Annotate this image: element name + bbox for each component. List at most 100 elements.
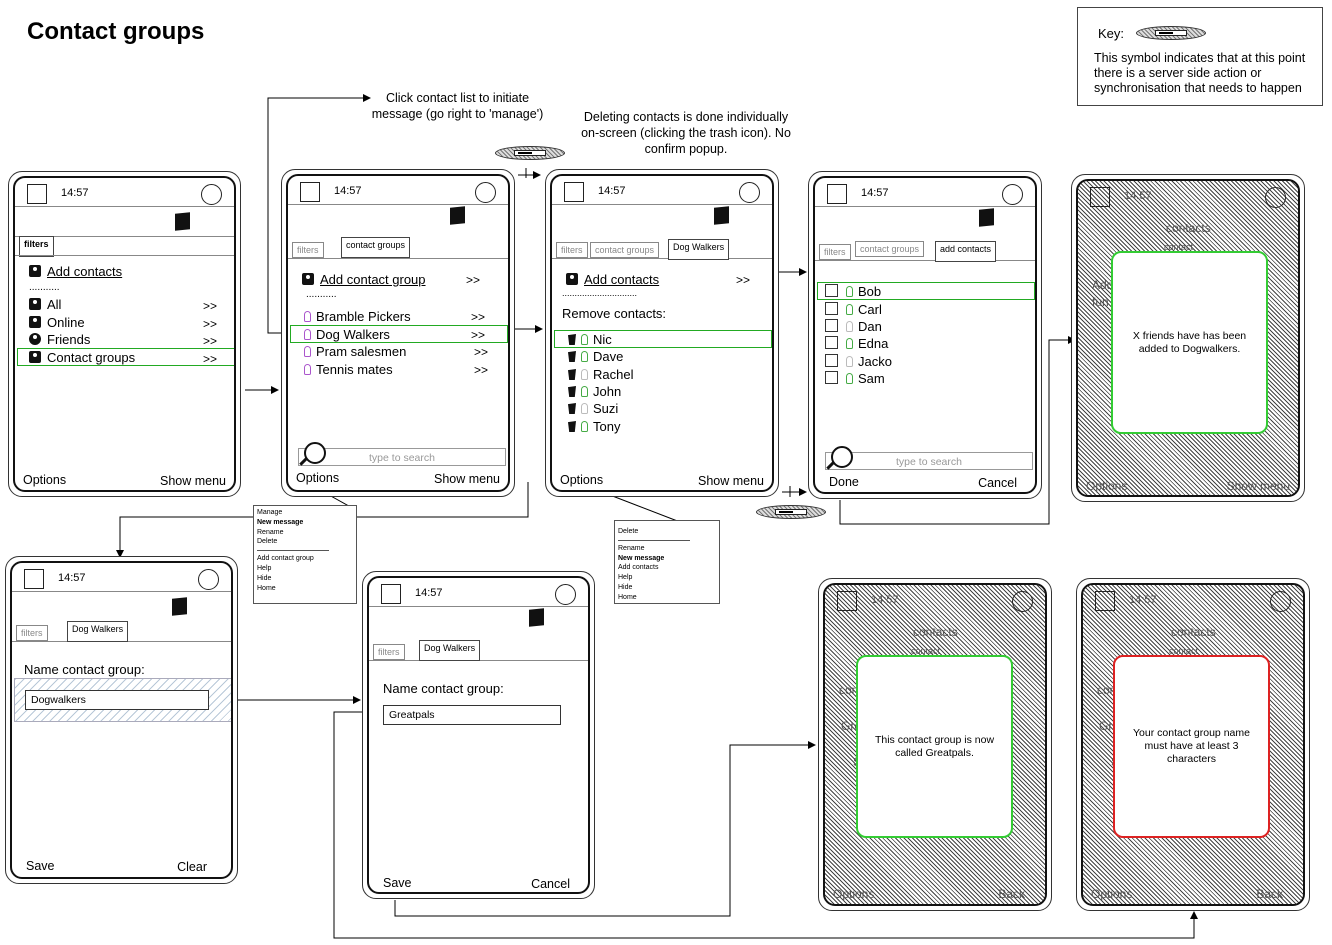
tab-dog-walkers[interactable]: Dog Walkers [67,621,129,642]
back-square-icon[interactable] [300,182,320,202]
back-square-icon[interactable] [27,184,47,204]
tab-filters[interactable]: filters [19,236,54,257]
options-button[interactable]: Options [296,471,340,485]
menu-item-help[interactable]: Help [618,574,633,582]
show-menu-button[interactable]: Show menu [159,474,226,488]
save-button[interactable]: Save [383,876,412,890]
add-contacts-link[interactable]: Add contacts [566,272,659,287]
contact-row[interactable]: Nic [568,332,612,347]
group-item[interactable]: Bramble Pickers [304,309,411,324]
add-contacts-link[interactable]: Add contacts [29,264,122,279]
contact-row[interactable]: Suzi [568,401,618,416]
filter-item-friends[interactable]: Friends [29,332,90,347]
menu-item-home[interactable]: Home [618,593,637,601]
menu-item-new-message[interactable]: New message [257,518,304,526]
menu-item-rename[interactable]: Rename [257,528,284,536]
contact-checkbox-row[interactable]: Carl [825,302,882,317]
menu-item-help[interactable]: Help [257,564,272,572]
contact-checkbox-row[interactable]: Dan [825,319,882,334]
status-circle-icon[interactable] [201,184,222,205]
tab-filters[interactable]: filters [16,625,48,641]
tab-add-contacts[interactable]: add contacts [935,241,997,262]
tab-contact-groups[interactable]: contact groups [341,237,411,258]
checkbox[interactable] [825,319,838,332]
contact-checkbox-row[interactable]: Edna [825,336,888,351]
checkbox[interactable] [825,336,838,349]
show-menu-button[interactable]: Show menu [433,472,500,486]
trash-icon[interactable] [568,386,576,397]
contact-row[interactable]: Dave [568,349,623,364]
contact-row[interactable]: John [568,384,621,399]
menu-item-hide[interactable]: Hide [257,574,272,582]
show-menu-button[interactable]: Show menu [697,474,764,488]
tab-dog-walkers[interactable]: Dog Walkers [419,640,481,661]
error-popup[interactable]: Your contact group name must have at lea… [1113,655,1270,838]
menu-item-delete[interactable]: Delete [257,538,278,546]
back-square-icon[interactable] [564,182,584,202]
tab-filters[interactable]: filters [373,644,405,660]
options-button[interactable]: Options [560,473,604,487]
back-square-icon[interactable] [24,569,44,589]
contact-row[interactable]: Tony [568,419,620,434]
confirmation-popup[interactable]: This contact group is now called Greatpa… [856,655,1013,838]
group-item[interactable]: Dog Walkers [304,327,390,342]
search-input[interactable]: type to search [825,452,1033,470]
done-button[interactable]: Done [829,475,859,489]
filter-item-contact-groups[interactable]: Contact groups [29,350,135,365]
search-input[interactable]: type to search [298,448,506,466]
menu-item-hide[interactable]: Hide [618,583,633,591]
menu-item-rename[interactable]: Rename [618,544,645,552]
checkbox[interactable] [825,371,838,384]
tab-filters[interactable]: filters [819,244,851,260]
group-name-input[interactable]: Dogwalkers [25,690,209,710]
group-name-input[interactable]: Greatpals [383,705,561,725]
status-circle-icon[interactable] [198,569,219,590]
filter-label: Contact groups [47,350,136,365]
checkbox[interactable] [825,302,838,315]
menu-item-home[interactable]: Home [257,584,276,592]
save-button[interactable]: Save [26,859,55,873]
search-icon[interactable] [304,442,326,464]
trash-icon[interactable] [568,334,576,345]
options-button[interactable]: Options [23,473,67,487]
screen-rename-group-edit: 14:57 filters Dog Walkers Name contact g… [362,571,595,899]
filter-item-online[interactable]: Online [29,315,85,330]
status-circle-icon[interactable] [555,584,576,605]
contact-checkbox-row[interactable]: Bob [825,284,881,299]
filter-item-all[interactable]: All [29,297,61,312]
checkbox[interactable] [825,284,838,297]
group-label: Bramble Pickers [316,309,411,324]
add-contact-group-link[interactable]: Add contact group [302,272,426,287]
menu-item-delete[interactable]: Delete [618,528,639,535]
status-circle-icon[interactable] [1002,184,1023,205]
back-square-icon[interactable] [381,584,401,604]
tab-contact-groups[interactable]: contact groups [590,242,660,258]
group-item[interactable]: Pram salesmen [304,344,406,359]
back-square-icon[interactable] [827,184,847,204]
menu-item-new-message[interactable]: New message [618,554,665,562]
tab-filters[interactable]: filters [292,242,324,258]
tab-dog-walkers[interactable]: Dog Walkers [668,239,730,260]
chevron-icon: >> [736,273,751,287]
contact-row[interactable]: Rachel [568,367,633,382]
trash-icon[interactable] [568,403,576,414]
cancel-button[interactable]: Cancel [978,476,1017,490]
tab-contact-groups[interactable]: contact groups [855,241,925,257]
confirmation-popup[interactable]: X friends have has been added to Dogwalk… [1111,251,1268,434]
menu-item-add-contacts[interactable]: Add contacts [618,564,659,572]
clear-button[interactable]: Clear [177,860,207,874]
contact-checkbox-row[interactable]: Sam [825,371,885,386]
group-item[interactable]: Tennis mates [304,362,393,377]
status-circle-icon[interactable] [739,182,760,203]
tab-filters[interactable]: filters [556,242,588,258]
trash-icon[interactable] [568,351,576,362]
contact-checkbox-row[interactable]: Jacko [825,354,892,369]
menu-item-manage[interactable]: Manage [257,509,283,516]
checkbox[interactable] [825,354,838,367]
cancel-button[interactable]: Cancel [531,877,570,891]
menu-item-add-contact-group[interactable]: Add contact group [257,555,314,563]
search-icon[interactable] [831,446,853,468]
trash-icon[interactable] [568,369,576,380]
status-circle-icon[interactable] [475,182,496,203]
trash-icon[interactable] [568,421,576,432]
